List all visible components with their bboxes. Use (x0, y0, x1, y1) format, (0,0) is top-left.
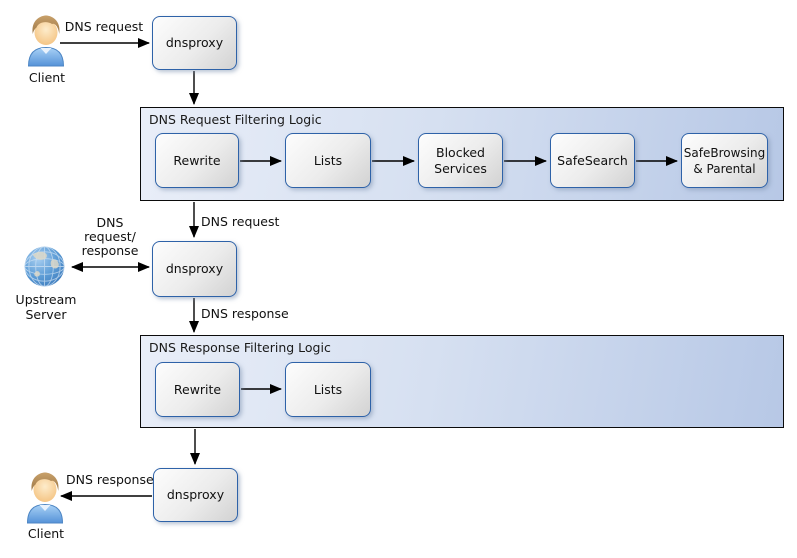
dns-response-filtering-title: DNS Response Filtering Logic (149, 340, 331, 355)
dnsproxy-node-bottom: dnsproxy (153, 468, 238, 522)
step-label: SafeBrowsing & Parental (683, 145, 766, 176)
step-label: Blocked Services (434, 144, 487, 176)
person-icon (25, 470, 65, 524)
dns-request-filtering-title: DNS Request Filtering Logic (149, 112, 322, 127)
step-lists: Lists (285, 133, 371, 188)
edge-label-client-response: DNS response (66, 472, 154, 487)
step-label: SafeSearch (557, 152, 628, 168)
edge-label-upstream-traffic: DNS request/ response (81, 215, 139, 258)
step-rewrite: Rewrite (155, 133, 239, 188)
step-safebrowsing-parental: SafeBrowsing & Parental (681, 133, 768, 188)
dnsproxy-node-top: dnsproxy (152, 16, 237, 70)
step-safesearch: SafeSearch (550, 133, 635, 188)
step-label: Lists (313, 152, 343, 168)
dnsproxy-label: dnsproxy (166, 487, 225, 502)
step-label: Rewrite (173, 152, 221, 168)
globe-icon (23, 245, 66, 288)
step-lists-response: Lists (285, 362, 371, 417)
step-label: Rewrite (173, 381, 222, 397)
step-blocked-services: Blocked Services (418, 133, 503, 188)
edge-label-proxy-response: DNS response (201, 306, 289, 321)
client-bottom-label: Client (27, 526, 65, 541)
dnsproxy-node-middle: dnsproxy (152, 241, 237, 297)
edge-label-client-request: DNS request (64, 19, 144, 34)
upstream-server-label: Upstream Server (15, 292, 77, 322)
dnsproxy-label: dnsproxy (165, 35, 224, 50)
dnsproxy-label: dnsproxy (165, 261, 224, 276)
client-top-label: Client (28, 70, 66, 85)
dns-response-filtering-group: DNS Response Filtering Logic (140, 335, 784, 428)
step-rewrite-response: Rewrite (155, 362, 240, 417)
step-label: Lists (313, 381, 343, 397)
person-icon (26, 13, 66, 67)
edge-label-filtered-request: DNS request (201, 214, 280, 229)
